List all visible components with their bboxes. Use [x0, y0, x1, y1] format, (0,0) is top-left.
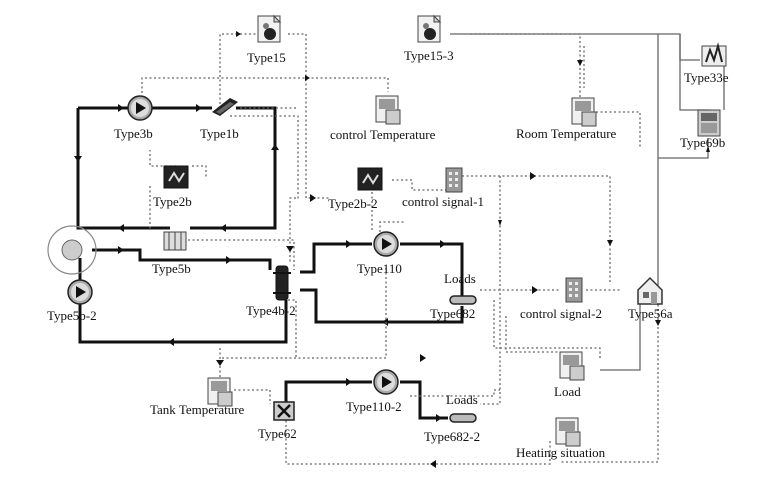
- heating-situation-label: Heating situation: [516, 445, 606, 460]
- type110-label: Type110: [357, 261, 402, 276]
- type33e-label: Type33e: [684, 70, 729, 85]
- heat-exchanger-icon[interactable]: [163, 231, 187, 251]
- loads-2-label: Loads: [446, 392, 478, 407]
- type15-label: Type15: [247, 50, 286, 65]
- load-loop-pipes: [300, 242, 464, 324]
- type110-2-label: Type110-2: [346, 399, 402, 414]
- type5b-2-label: Type5b-2: [47, 308, 97, 323]
- type682-label: Type682: [430, 306, 475, 321]
- building-icon[interactable]: [637, 276, 663, 305]
- load-label: Load: [554, 384, 581, 399]
- online-plotter-icon[interactable]: [375, 95, 401, 125]
- psychrometrics-icon[interactable]: [701, 42, 727, 67]
- pump-icon[interactable]: [373, 231, 399, 257]
- load-pipe-icon[interactable]: [449, 413, 477, 423]
- type56a-label: Type56a: [628, 306, 673, 321]
- type4b-2-label: Type4b-2: [246, 303, 296, 318]
- online-plotter-icon[interactable]: [571, 97, 597, 127]
- controller-icon[interactable]: [163, 165, 189, 189]
- control-signal-1-label: control signal-1: [402, 194, 484, 209]
- online-plotter-icon[interactable]: [559, 351, 585, 381]
- calculator-icon[interactable]: [565, 277, 583, 303]
- flow-arrows: [74, 104, 446, 422]
- weather-data-icon[interactable]: [257, 14, 282, 43]
- online-plotter-icon[interactable]: [555, 417, 581, 447]
- control-dotted-wires: [141, 33, 659, 465]
- excel-link-icon[interactable]: [273, 401, 295, 421]
- online-plotter-icon[interactable]: [207, 377, 233, 407]
- pump-icon[interactable]: [47, 225, 97, 275]
- type2b-label: Type2b: [153, 194, 192, 209]
- type62-label: Type62: [258, 426, 297, 441]
- type1b-label: Type1b: [200, 126, 239, 141]
- sky-temperature-icon[interactable]: [697, 109, 721, 137]
- solar-collector-icon[interactable]: [212, 98, 238, 116]
- control-temperature-label: control Temperature: [330, 127, 436, 142]
- type15-3-label: Type15-3: [404, 48, 454, 63]
- room-temperature-label: Room Temperature: [516, 126, 617, 141]
- type3b-label: Type3b: [114, 126, 153, 141]
- pump-icon[interactable]: [67, 279, 93, 305]
- type69b-label: Type69b: [680, 135, 725, 150]
- storage-tank-icon[interactable]: [273, 265, 291, 301]
- load-pipe-icon[interactable]: [449, 295, 477, 305]
- control-signal-2-label: control signal-2: [520, 306, 602, 321]
- pump-icon[interactable]: [373, 369, 399, 395]
- weather-data-icon[interactable]: [417, 14, 442, 43]
- info-solid-wires: [450, 33, 725, 371]
- controller-icon[interactable]: [357, 167, 383, 191]
- pump-icon[interactable]: [127, 95, 153, 121]
- control-arrows: [216, 31, 710, 468]
- type682-2-label: Type682-2: [424, 429, 480, 444]
- calculator-icon[interactable]: [445, 167, 463, 193]
- tank-temperature-label: Tank Temperature: [150, 402, 245, 417]
- type2b-2-label: Type2b-2: [328, 196, 378, 211]
- heating-loop-pipes: [284, 380, 448, 420]
- type5b-label: Type5b: [152, 261, 191, 276]
- loads-label: Loads: [444, 271, 476, 286]
